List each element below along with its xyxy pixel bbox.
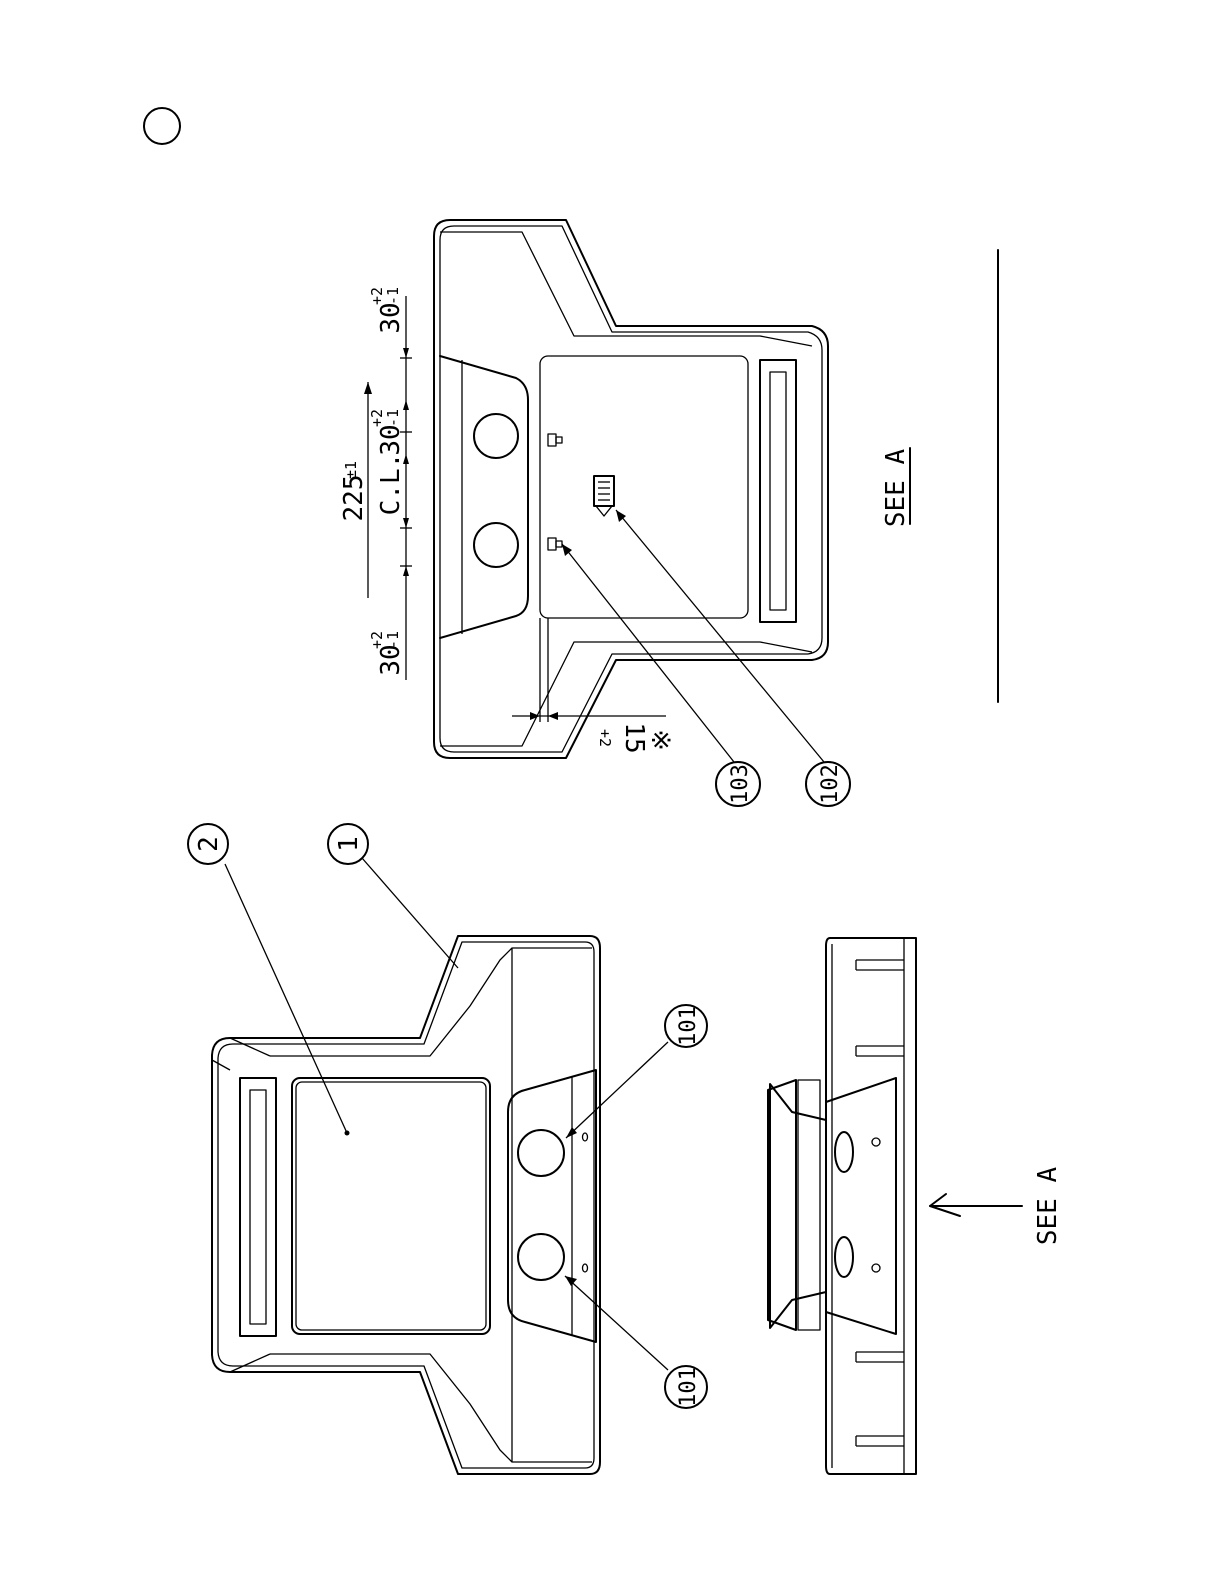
side-button-panel: [826, 1078, 896, 1334]
balloon-1: 1: [328, 824, 368, 864]
balloon-103: 103: [716, 762, 760, 806]
see-a-arrow: SEE A: [930, 1167, 1063, 1246]
see-a-button-2: [474, 523, 518, 567]
balloon-2: 2: [188, 824, 228, 864]
svg-text:-1: -1: [384, 287, 402, 305]
svg-text:102: 102: [818, 764, 843, 804]
balloon-102: 102: [806, 762, 850, 806]
screen-window: [292, 1078, 490, 1334]
see-a-button-1: [474, 414, 518, 458]
button-2: [518, 1234, 564, 1280]
svg-text:-1: -1: [384, 631, 402, 649]
dim-spacing-left: 30 +2 -1: [368, 631, 406, 676]
svg-text:±1: ±1: [342, 461, 360, 479]
part-103-clip-b: [548, 538, 562, 550]
svg-text:-1: -1: [384, 409, 402, 427]
part-103-clip-a: [548, 434, 562, 446]
svg-text:30: 30: [376, 302, 406, 333]
main-view: [212, 936, 600, 1474]
dim-centerline: C.L. 30 +2 -1: [368, 409, 406, 515]
svg-text:225: 225: [339, 475, 369, 522]
side-view: [768, 938, 916, 1474]
svg-text:+2: +2: [596, 729, 614, 747]
button-panel: [508, 1070, 596, 1342]
svg-text:1: 1: [334, 836, 364, 852]
see-a-leaders: [562, 510, 824, 762]
part-102-label: [594, 476, 614, 516]
svg-text:15: 15: [619, 722, 649, 753]
side-button-2: [835, 1237, 853, 1277]
svg-text:SEE A: SEE A: [881, 449, 911, 528]
see-a-slot: [760, 360, 796, 622]
svg-text:SEE A: SEE A: [1033, 1167, 1063, 1246]
main-slot: [240, 1078, 276, 1336]
svg-text:C.L.: C.L.: [376, 453, 406, 516]
see-a-view-label: SEE A: [881, 448, 911, 527]
svg-text:101: 101: [676, 1367, 701, 1407]
dim-overall: 225 ±1: [339, 461, 369, 522]
see-a-view: [434, 220, 828, 758]
side-button-1: [835, 1132, 853, 1172]
svg-text:103: 103: [728, 764, 753, 804]
side-outline: [770, 938, 916, 1474]
dim-spacing-right: 30 +2 -1: [368, 287, 406, 334]
main-outline: [212, 936, 600, 1474]
see-a-button-panel: [440, 356, 528, 638]
balloon-101-a: 101: [665, 1005, 707, 1047]
svg-text:※: ※: [645, 729, 675, 751]
balloon-101-b: 101: [665, 1366, 707, 1408]
button-1: [518, 1130, 564, 1176]
svg-text:101: 101: [676, 1006, 701, 1046]
sheet-marker-circle: [144, 108, 180, 144]
dim-offset: 15 +2 ※: [512, 618, 675, 754]
svg-text:30: 30: [376, 424, 406, 455]
see-a-outline: [434, 220, 828, 758]
svg-text:2: 2: [194, 836, 224, 852]
see-a-window: [540, 356, 748, 618]
